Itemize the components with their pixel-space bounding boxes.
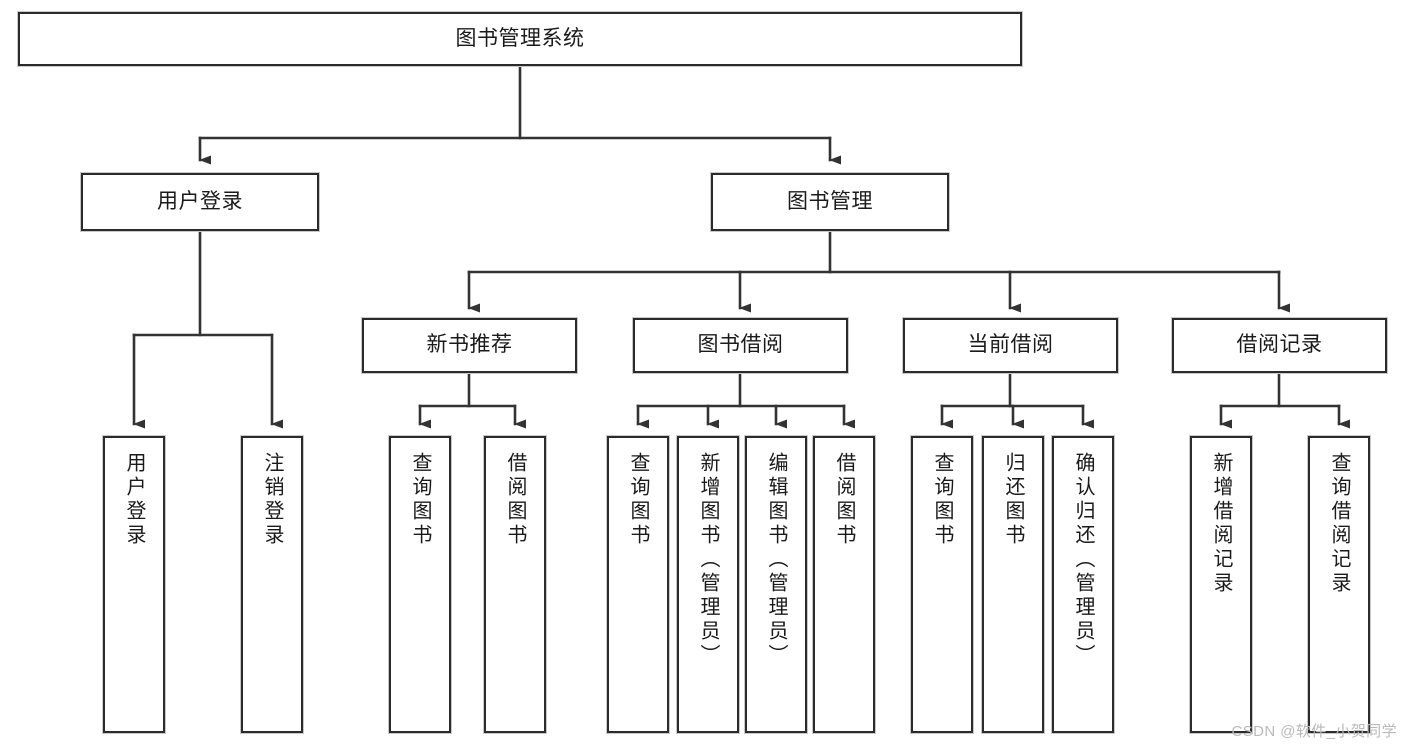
- node-leaf-rec-query[interactable]: 查询图书: [389, 436, 451, 733]
- node-leaf-rec-query-label: 查询图书: [409, 452, 431, 548]
- node-leaf-cur-confirm[interactable]: 确认归还（管理员）: [1052, 436, 1114, 733]
- node-leaf-borrow-edit[interactable]: 编辑图书（管理员）: [745, 436, 807, 733]
- node-user-login[interactable]: 用户登录: [81, 173, 319, 231]
- node-book-borrow-label: 图书借阅: [697, 333, 784, 357]
- node-leaf-cur-confirm-label: 确认归还（管理员）: [1072, 452, 1094, 668]
- node-borrow-record-label: 借阅记录: [1236, 333, 1323, 357]
- node-leaf-borrow-add-label: 新增图书（管理员）: [697, 452, 719, 668]
- node-leaf-user-login-label: 用户登录: [123, 452, 145, 548]
- node-leaf-cur-return[interactable]: 归还图书: [982, 436, 1044, 733]
- node-root[interactable]: 图书管理系统: [18, 12, 1022, 66]
- node-book-manage[interactable]: 图书管理: [711, 173, 949, 231]
- node-leaf-borrow-add[interactable]: 新增图书（管理员）: [677, 436, 739, 733]
- csdn-watermark: CSDN @软件_小贺同学: [1231, 723, 1397, 740]
- node-new-book-rec[interactable]: 新书推荐: [362, 318, 577, 373]
- node-leaf-rec-borrow[interactable]: 借阅图书: [484, 436, 546, 733]
- node-leaf-borrow-edit-label: 编辑图书（管理员）: [765, 452, 787, 668]
- node-leaf-rec-borrow-label: 借阅图书: [504, 452, 526, 548]
- node-current-borrow[interactable]: 当前借阅: [903, 318, 1118, 373]
- node-root-label: 图书管理系统: [455, 26, 585, 50]
- node-book-borrow[interactable]: 图书借阅: [633, 318, 848, 373]
- node-leaf-user-logout[interactable]: 注销登录: [241, 436, 303, 733]
- node-leaf-record-search[interactable]: 查询借阅记录: [1308, 436, 1370, 733]
- node-leaf-borrow-lend[interactable]: 借阅图书: [813, 436, 875, 733]
- node-leaf-cur-query[interactable]: 查询图书: [911, 436, 973, 733]
- node-leaf-cur-query-label: 查询图书: [931, 452, 953, 548]
- node-borrow-record[interactable]: 借阅记录: [1172, 318, 1387, 373]
- node-leaf-borrow-query[interactable]: 查询图书: [607, 436, 669, 733]
- node-leaf-record-add-label: 新增借阅记录: [1210, 452, 1232, 596]
- node-user-login-label: 用户登录: [157, 189, 243, 213]
- node-leaf-user-logout-label: 注销登录: [261, 452, 283, 548]
- node-leaf-cur-return-label: 归还图书: [1002, 452, 1024, 548]
- node-leaf-borrow-query-label: 查询图书: [627, 452, 649, 548]
- node-leaf-user-login[interactable]: 用户登录: [103, 436, 165, 733]
- node-leaf-record-search-label: 查询借阅记录: [1328, 452, 1350, 596]
- node-current-borrow-label: 当前借阅: [967, 333, 1054, 357]
- node-leaf-record-add[interactable]: 新增借阅记录: [1190, 436, 1252, 733]
- node-new-book-rec-label: 新书推荐: [426, 333, 513, 357]
- node-book-manage-label: 图书管理: [787, 189, 873, 213]
- node-leaf-borrow-lend-label: 借阅图书: [833, 452, 855, 548]
